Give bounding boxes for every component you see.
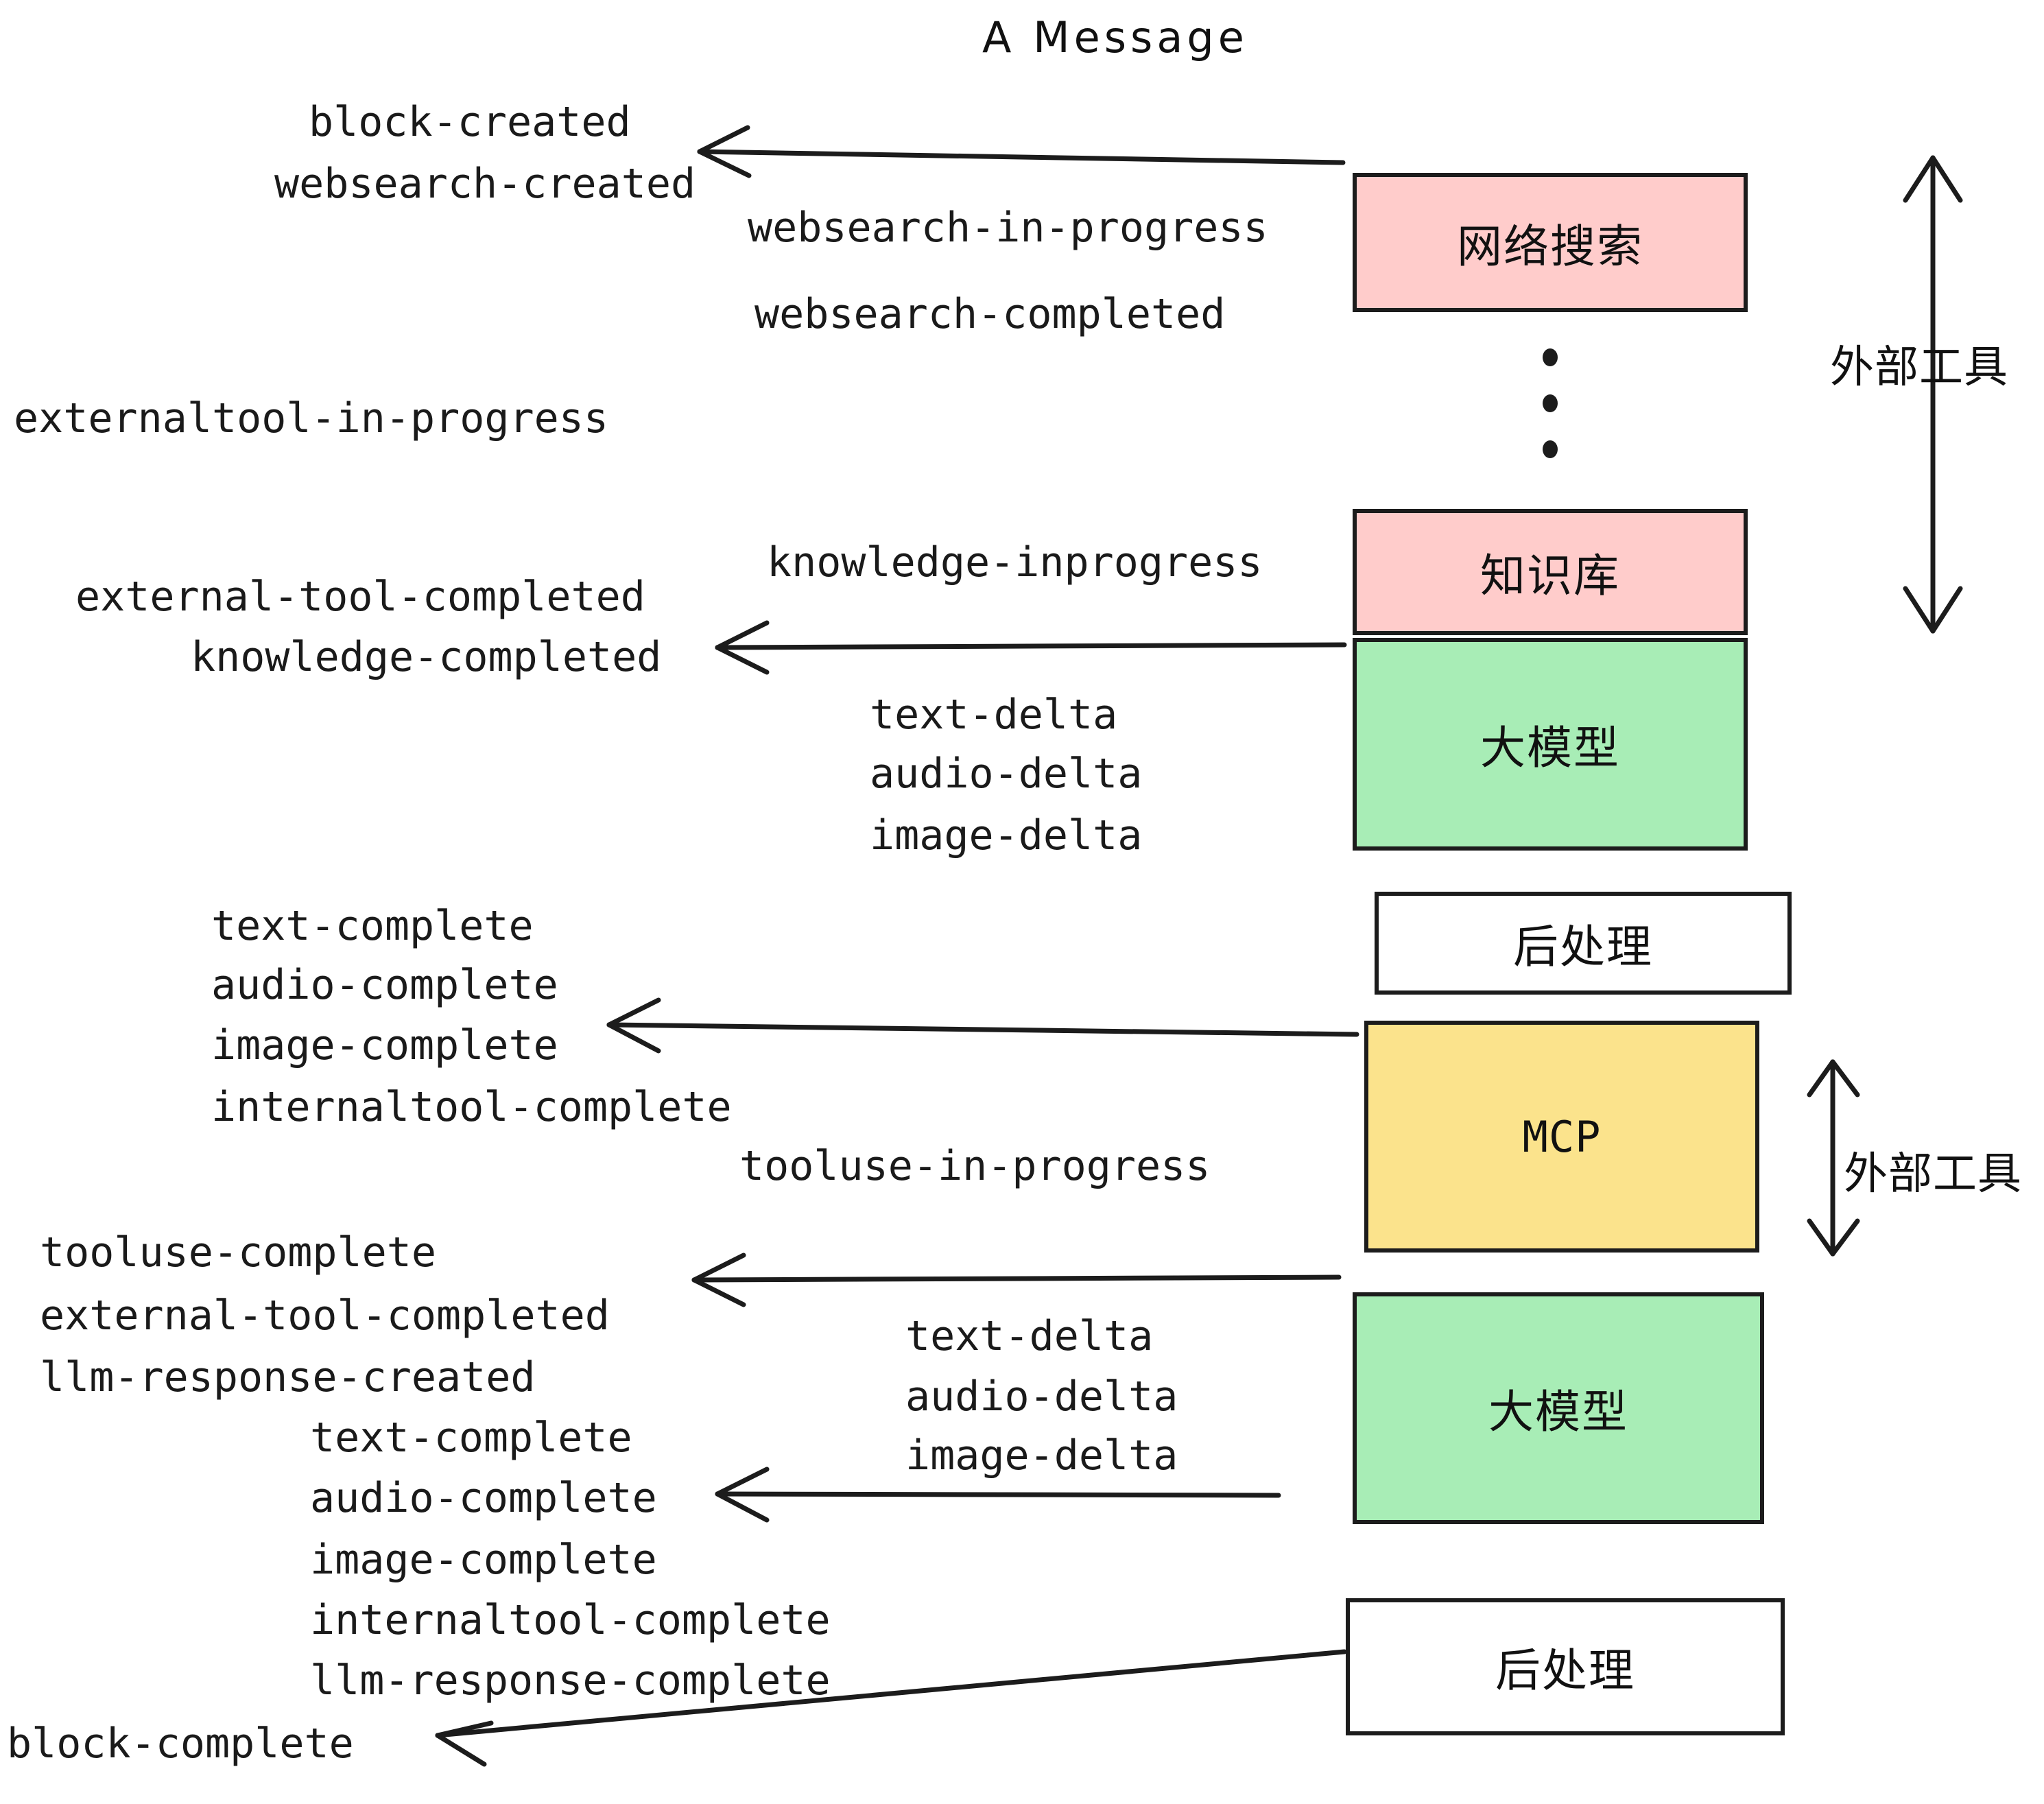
label-external-tools-bottom: 外部工具 <box>1844 1149 2022 1200</box>
event-audio-complete-1: audio-complete <box>211 961 558 1009</box>
event-block-created: block-created <box>309 98 631 146</box>
event-llm-response-complete: llm-response-complete <box>310 1657 831 1705</box>
event-externaltool-in-progress: externaltool-in-progress <box>14 394 608 442</box>
node-llm-bottom[interactable]: 大模型 <box>1353 1292 1764 1524</box>
node-knowledge[interactable]: 知识库 <box>1353 509 1748 635</box>
event-text-complete-1: text-complete <box>211 902 534 950</box>
event-audio-complete-2: audio-complete <box>310 1474 657 1522</box>
arrow-llm-to-knowledge-completed <box>715 620 1347 675</box>
event-external-tool-completed-1: external-tool-completed <box>75 573 645 621</box>
event-internaltool-complete-2: internaltool-complete <box>310 1596 831 1644</box>
event-audio-delta-1: audio-delta <box>870 750 1143 798</box>
node-llm-top[interactable]: 大模型 <box>1353 638 1748 851</box>
event-websearch-created: websearch-created <box>274 160 696 208</box>
event-internaltool-complete-1: internaltool-complete <box>211 1083 732 1131</box>
event-image-delta-2: image-delta <box>905 1432 1178 1480</box>
dot-2 <box>1543 394 1558 412</box>
event-text-complete-2: text-complete <box>310 1414 632 1462</box>
event-websearch-in-progress: websearch-in-progress <box>748 204 1268 252</box>
dot-3 <box>1543 440 1558 458</box>
event-tooluse-complete: tooluse-complete <box>40 1229 436 1277</box>
event-text-delta-2: text-delta <box>905 1312 1154 1360</box>
dot-1 <box>1543 348 1558 366</box>
node-postprocess-bottom[interactable]: 后处理 <box>1346 1598 1785 1735</box>
event-text-delta-1: text-delta <box>870 691 1118 739</box>
event-websearch-completed: websearch-completed <box>754 290 1226 338</box>
event-external-tool-completed-2: external-tool-completed <box>40 1292 610 1340</box>
event-image-delta-1: image-delta <box>870 811 1143 859</box>
event-knowledge-completed: knowledge-completed <box>191 633 662 681</box>
event-audio-delta-2: audio-delta <box>905 1373 1178 1421</box>
event-llm-response-created: llm-response-created <box>40 1353 536 1401</box>
event-block-complete: block-complete <box>7 1720 354 1768</box>
node-websearch[interactable]: 网络搜索 <box>1353 173 1748 312</box>
node-mcp[interactable]: MCP <box>1364 1021 1759 1253</box>
event-tooluse-in-progress: tooluse-in-progress <box>739 1142 1211 1190</box>
arrow-mcp-to-image-complete <box>606 997 1359 1054</box>
page-title: A Message <box>982 12 1248 62</box>
ellipsis-dots <box>1542 348 1558 458</box>
label-external-tools-top: 外部工具 <box>1830 342 2008 393</box>
event-image-complete-1: image-complete <box>211 1021 558 1069</box>
arrow-websearch-to-created <box>697 125 1346 178</box>
node-postprocess-top[interactable]: 后处理 <box>1375 892 1792 995</box>
event-image-complete-2: image-complete <box>310 1536 657 1584</box>
event-knowledge-inprogress: knowledge-inprogress <box>767 538 1263 586</box>
arrow-mcp-to-tooluse-complete <box>691 1253 1342 1307</box>
